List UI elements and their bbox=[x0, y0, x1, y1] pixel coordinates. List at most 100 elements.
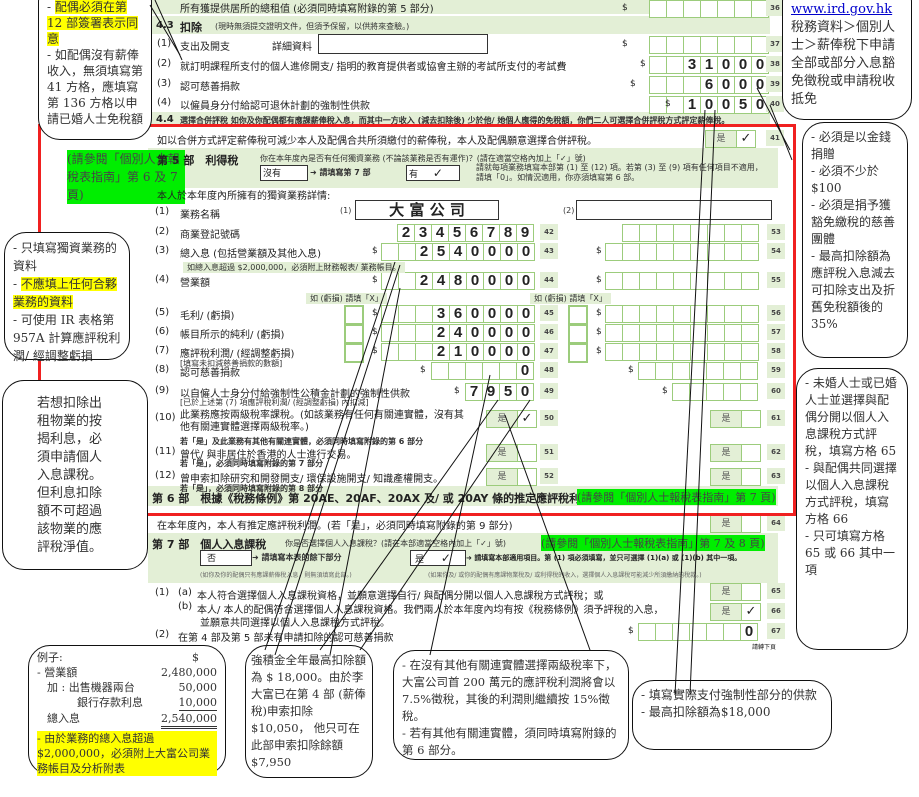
amount-box-59[interactable] bbox=[638, 362, 758, 380]
box-number: 43 bbox=[540, 243, 558, 259]
option-label: 沒有 bbox=[263, 169, 282, 179]
amount-box-67[interactable]: 0 bbox=[638, 623, 758, 641]
item-label: 商業登記號碼 bbox=[180, 230, 240, 241]
list-item: - 最高扣除額為應評稅入息減去可扣除支出及折舊免稅額後的 35% bbox=[811, 249, 896, 331]
box-number: 51 bbox=[540, 444, 558, 460]
amount-box-53[interactable] bbox=[622, 224, 759, 242]
item-number: (2) bbox=[157, 58, 172, 69]
item-number: (3) bbox=[157, 78, 172, 89]
digit-cell bbox=[741, 324, 759, 342]
dollar-sign: $ bbox=[630, 79, 636, 89]
yes-checkbox-50[interactable]: 是✓ bbox=[486, 410, 537, 428]
dollar-sign: $ bbox=[372, 346, 378, 356]
option-label: 有 bbox=[409, 170, 419, 180]
box-number: 57 bbox=[767, 324, 785, 340]
list-item: - 必須是以金錢捐贈 bbox=[811, 130, 891, 161]
yes-label: 是 bbox=[487, 445, 517, 461]
digit-cell: 0 bbox=[740, 623, 758, 641]
p7-no-option[interactable]: 否 bbox=[200, 550, 252, 566]
item-label: 並願意共同選擇以個人入息課稅方式評稅。 bbox=[200, 618, 390, 629]
callout-spouse: - 配偶必須在第 12 部簽署表示同意- 如配偶沒有薪俸收入，無須填寫第 41 … bbox=[38, 0, 152, 140]
amount-box-58[interactable] bbox=[605, 343, 759, 361]
item-label: 本人符合選擇個人入息課稅資格，並願意選擇自行/ 與配偶分開以個人入息課稅方式評稅… bbox=[197, 591, 604, 602]
yes-label: 是 bbox=[487, 411, 517, 427]
yes-checkbox-61[interactable]: 是 bbox=[710, 410, 761, 428]
details-input[interactable] bbox=[318, 34, 488, 54]
income-note: 如總入息超過 $2,000,000，必須附上財務報表/ 業務帳目。 bbox=[183, 262, 405, 273]
example-value: 2,480,000 bbox=[161, 666, 217, 679]
loss-note: 如 (虧損) 請填「X」 bbox=[530, 293, 611, 304]
yes-checkbox-62[interactable]: 是 bbox=[710, 444, 761, 462]
digit-cell: 2 bbox=[415, 272, 433, 290]
item-number: (9) bbox=[155, 385, 170, 396]
digit-cell: 0 bbox=[500, 324, 518, 342]
digit-cell: 0 bbox=[734, 76, 752, 94]
digit-cell: 0 bbox=[517, 343, 535, 361]
item-note: [已於上述第 (7) 項應評稅利潤/ (經調整虧損) 內扣減] bbox=[180, 398, 369, 407]
yes-checkbox-51[interactable]: 是 bbox=[486, 444, 537, 462]
checkmark-icon bbox=[741, 411, 760, 427]
dollar-sign: $ bbox=[596, 346, 602, 356]
ird-link[interactable]: www.ird.gov.hk bbox=[791, 2, 893, 17]
box-number: 50 bbox=[540, 410, 558, 426]
amount-box-56[interactable] bbox=[605, 305, 759, 323]
loss-x-box[interactable] bbox=[568, 343, 588, 363]
digit-cell: 4 bbox=[431, 224, 449, 242]
yes-checkbox-66[interactable]: 是✓ bbox=[710, 603, 761, 621]
dollar-sign: $ bbox=[640, 59, 646, 69]
checkmark-icon bbox=[741, 584, 760, 600]
box-number: 52 bbox=[540, 468, 558, 484]
business-name-2[interactable] bbox=[576, 200, 772, 220]
example-value: 50,000 bbox=[178, 681, 218, 694]
digit-cell: 0 bbox=[734, 56, 752, 74]
amount-box-37[interactable] bbox=[649, 36, 769, 54]
goto-text: 請填寫第 7 部 bbox=[319, 168, 371, 177]
box-number: 37 bbox=[766, 36, 784, 52]
p5-no-option[interactable]: 沒有 bbox=[260, 165, 308, 181]
digit-cell: 0 bbox=[516, 362, 534, 380]
callout-text: 最高扣除額為$18,000 bbox=[648, 705, 771, 719]
box-number: 66 bbox=[767, 603, 785, 619]
example-currency: $ bbox=[192, 651, 199, 664]
list-item: - 可使用 IR 表格第 957A 計算應評稅利潤/ 經調整虧損 bbox=[13, 313, 121, 363]
callout-rental: 若想扣除出租物業的按揭利息，必須申請個人入息課稅。但利息扣除額不可超過該物業的應… bbox=[2, 380, 148, 570]
item-note: 若「是」及此業務有其他有關連實體，必須同時填寫附錄的第 6 部分 bbox=[180, 437, 424, 446]
dollar-sign: $ bbox=[665, 99, 671, 109]
amount-box-60[interactable] bbox=[672, 383, 758, 401]
callout-text: 與配偶共同選擇以個人入息課稅方式評稅，填寫方格 66 bbox=[805, 461, 897, 526]
section-44-text: 選擇合併評稅 如你及你配偶都有應課薪俸稅入息，而其中一方收入 (減去扣除後) 少… bbox=[180, 116, 730, 125]
yes-checkbox-63[interactable]: 是 bbox=[710, 468, 761, 486]
checkmark-icon bbox=[741, 469, 760, 485]
yes-checkbox-52[interactable]: 是 bbox=[486, 468, 537, 486]
box-number: 54 bbox=[767, 243, 785, 259]
callout-text: 稅務資料＞個別人士＞薪俸稅下申請全部或部分入息豁免徵稅或申請稅收抵免 bbox=[791, 20, 896, 107]
goto-text: 請填寫本表的餘下部分 bbox=[261, 553, 342, 562]
amount-box-57[interactable] bbox=[605, 324, 759, 342]
p7-yes-note: (如果你及/ 或你的配偶有應課物業稅及/ 或利得稅的收入，選擇個人入息課稅可能減… bbox=[428, 572, 702, 579]
p5-yes-option[interactable]: 有 ✓ bbox=[406, 165, 460, 181]
yes-checkbox-65[interactable]: 是 bbox=[710, 583, 761, 601]
amount-box-48[interactable]: 0 bbox=[431, 362, 534, 380]
box-number: 44 bbox=[540, 272, 558, 288]
box-number: 38 bbox=[766, 56, 784, 72]
business-name-1[interactable]: 大 富 公 司 bbox=[355, 200, 499, 220]
item-number: (2) bbox=[155, 226, 170, 237]
amount-box-55[interactable] bbox=[605, 272, 759, 290]
box-number: 60 bbox=[767, 383, 785, 399]
loss-x-box[interactable] bbox=[344, 343, 364, 363]
part6-title: 第 6 部 根據《稅務條例》第 20AE、20AF、20AX 及/ 或 20AY… bbox=[152, 492, 592, 505]
amount-box-54[interactable] bbox=[605, 243, 759, 261]
amount-box-36[interactable] bbox=[649, 0, 769, 18]
digit-cell: 0 bbox=[516, 383, 534, 401]
